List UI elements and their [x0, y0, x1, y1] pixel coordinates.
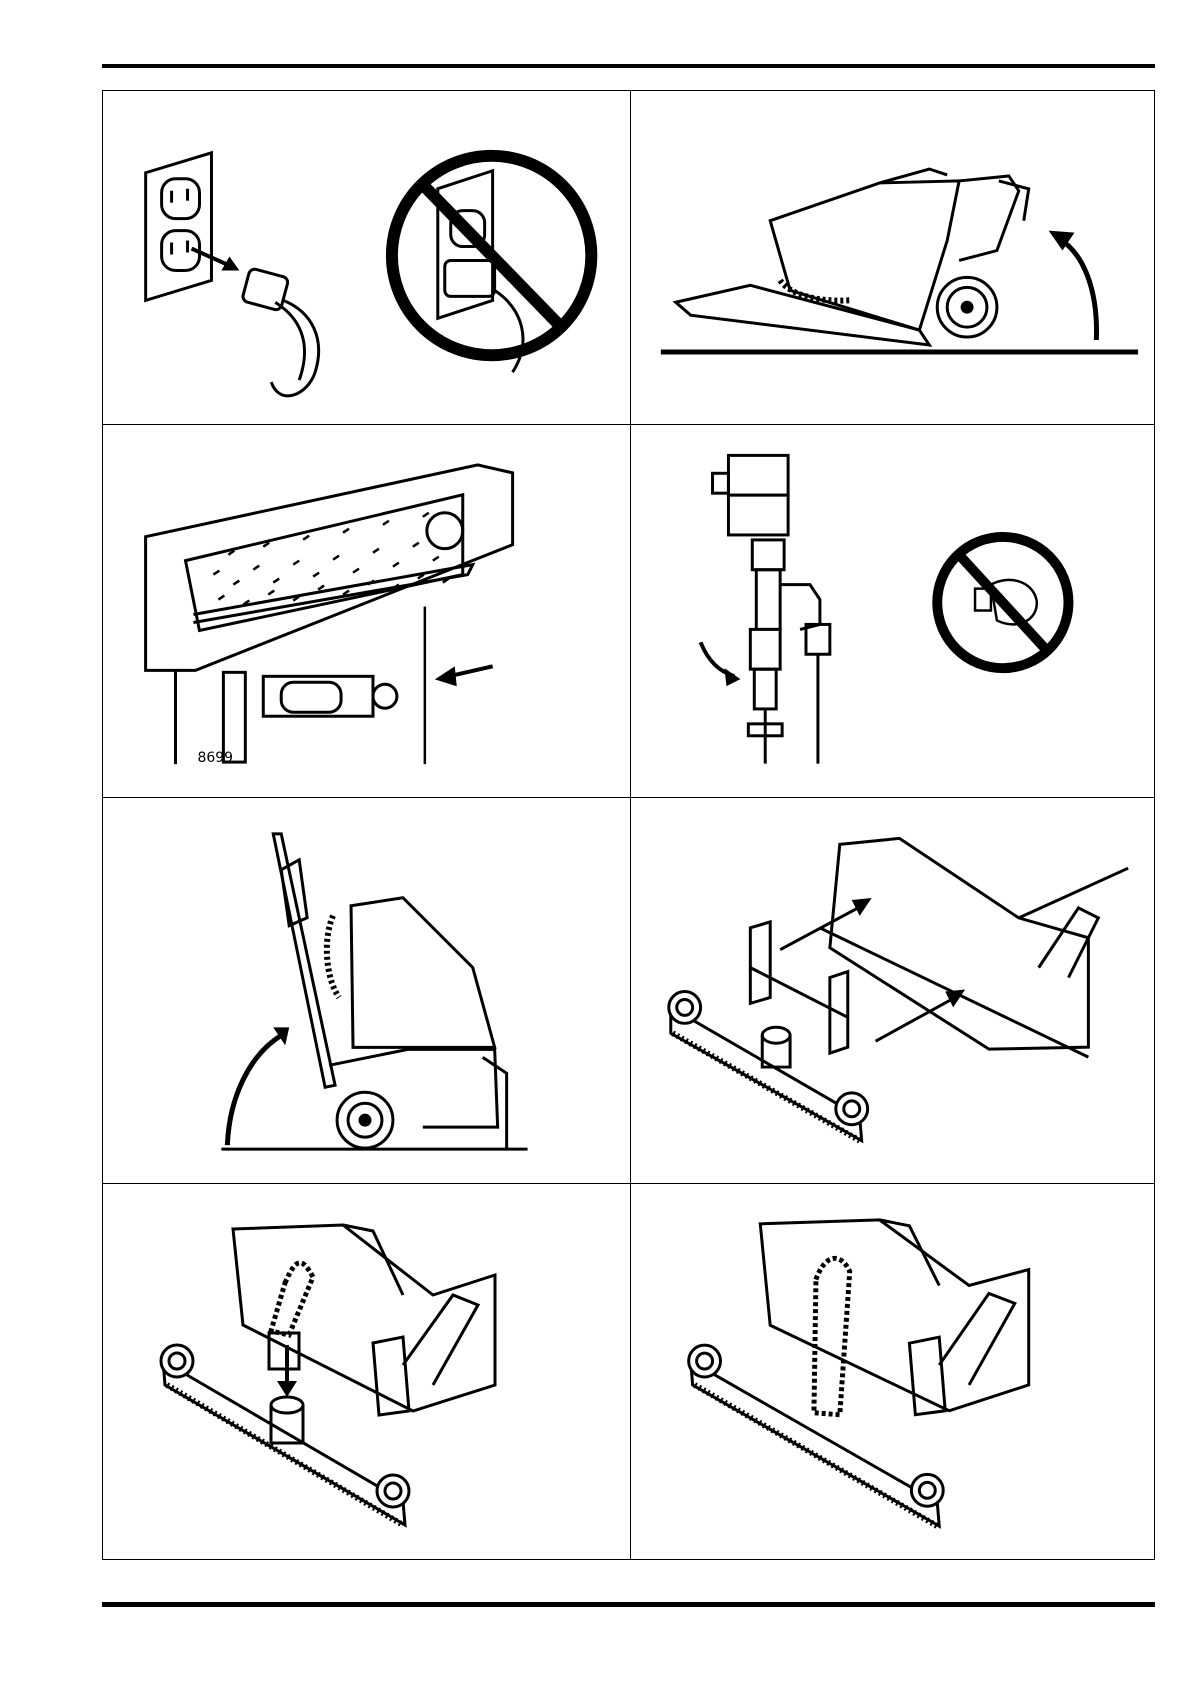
- figure-tilt-machine-back: [630, 91, 1154, 425]
- machine-upright-icon: [273, 834, 506, 1149]
- machine-base-icon: [820, 838, 1128, 1057]
- power-plug-icon: [242, 268, 319, 396]
- prohibition-sign-icon: [937, 537, 1068, 668]
- figure-water-valve: [630, 425, 1154, 798]
- figure-raise-handle: [103, 798, 630, 1184]
- figure-brush-housing: 8699: [103, 425, 630, 798]
- brush-housing-illustration: 8699: [103, 425, 630, 797]
- tilt-machine-illustration: [631, 91, 1154, 424]
- machine-side-view-icon: [676, 169, 1029, 345]
- figure-squeegee-attach: [630, 798, 1154, 1184]
- illustration-grid: 8699: [102, 90, 1155, 1560]
- figure-number: 8699: [197, 750, 233, 766]
- machine-base-icon: [760, 1220, 1028, 1411]
- unplug-illustration: [103, 91, 630, 424]
- footer-rule: [102, 1602, 1155, 1607]
- wall-outlet-icon: [146, 153, 212, 301]
- vacuum-hose-insert-illustration: [103, 1184, 630, 1559]
- header-rule: [102, 64, 1155, 68]
- figure-vacuum-hose-insert: [103, 1184, 630, 1559]
- figure-vacuum-hose-connected: [630, 1184, 1154, 1559]
- vacuum-hose-connected-illustration: [631, 1184, 1154, 1559]
- curved-arrow-icon: [701, 642, 735, 676]
- curved-arrow-icon: [227, 1035, 281, 1145]
- figure-unplug-power-cord: [103, 91, 630, 425]
- curved-arrow-icon: [1059, 239, 1097, 340]
- squeegee-assembly-icon: [669, 922, 868, 1141]
- water-valve-illustration: [631, 425, 1154, 797]
- squeegee-attach-illustration: [631, 798, 1154, 1183]
- raise-handle-illustration: [103, 798, 630, 1183]
- prohibition-sign-icon: [392, 156, 591, 372]
- brush-roller-icon: [146, 465, 513, 670]
- solenoid-valve-icon: [713, 455, 830, 763]
